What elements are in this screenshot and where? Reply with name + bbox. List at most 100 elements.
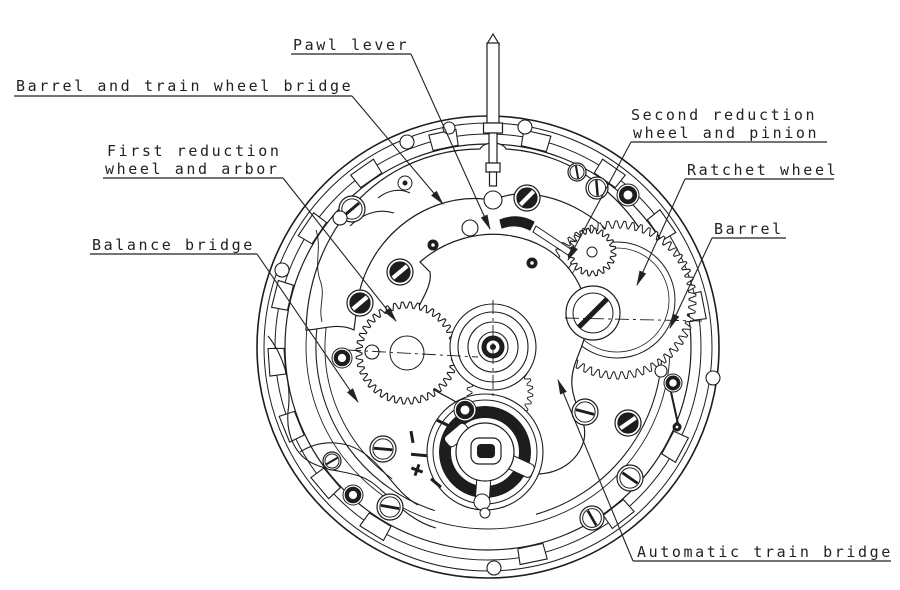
rim-tab <box>520 129 552 153</box>
stem-section <box>485 162 501 173</box>
drawing-shape <box>343 201 361 217</box>
drawing-shape <box>530 261 534 265</box>
drawing-shape <box>625 192 631 198</box>
callout-barrel-train-bridge: Barrel and train wheel bridge <box>14 77 444 205</box>
leader-line <box>557 378 634 562</box>
drawing-shape <box>572 292 614 334</box>
pivot-jewel-icon <box>427 239 439 251</box>
label-barrel-train-bridge: Barrel and train wheel bridge <box>16 77 353 95</box>
drawing-shape <box>351 493 355 497</box>
drawing-shape <box>473 493 491 511</box>
leader-line <box>567 141 632 261</box>
drawing-shape <box>351 295 369 311</box>
callout-first-reduction: First reduction wheel and arbor <box>103 142 397 322</box>
hole <box>483 190 503 210</box>
regulator-tick <box>409 430 415 444</box>
label-automatic-train-bridge: Automatic train bridge <box>637 543 893 561</box>
balance-center-block <box>477 444 495 458</box>
callout-barrel: Barrel <box>669 220 786 329</box>
rim-tab <box>349 158 383 189</box>
drawing-shape <box>675 425 679 429</box>
drawing-shape <box>333 349 351 367</box>
setting-lever-edge <box>377 189 411 199</box>
stem-section <box>486 42 500 124</box>
regulator-marks <box>409 418 450 489</box>
jewel-icon <box>663 373 683 393</box>
screw-dark-icon <box>513 184 541 212</box>
leader-line <box>256 253 359 403</box>
leader-line <box>282 177 397 322</box>
screw-icon <box>616 464 644 492</box>
rim-tab <box>270 279 295 311</box>
drawing-shape <box>380 503 400 511</box>
callout-balance-bridge: Balance bridge <box>90 236 359 403</box>
drawing-shape <box>325 456 339 466</box>
drawing-shape <box>671 381 675 385</box>
drawing-shape <box>564 317 703 322</box>
screw-icon <box>369 435 397 463</box>
rim-tab <box>517 542 548 566</box>
hole <box>705 370 721 386</box>
regulator-tick <box>430 477 442 489</box>
second-reduction-wheel <box>567 227 617 277</box>
drawing-shape <box>431 243 435 247</box>
stem-section <box>488 132 498 164</box>
screw-icon <box>567 162 587 182</box>
label-second-reduction-line1: Second reduction <box>631 106 817 124</box>
leader-line <box>410 53 491 231</box>
screw-icon <box>579 505 605 531</box>
drawing-shape <box>619 467 641 489</box>
label-first-reduction-line2: wheel and arbor <box>105 160 279 178</box>
jewel-icon <box>331 347 353 369</box>
drawing-shape <box>518 189 536 207</box>
drawing-shape <box>621 471 639 485</box>
drawing-shape <box>346 349 479 358</box>
pivot-jewel-icon <box>672 422 682 432</box>
drawing-shape <box>479 507 491 519</box>
winding-stem <box>482 32 504 187</box>
drawing-shape <box>391 264 409 280</box>
drawing-shape <box>455 400 475 420</box>
screw-icon <box>376 493 404 521</box>
screw-dark-icon <box>346 289 374 317</box>
center-lines <box>346 300 703 396</box>
spacer-edge <box>315 229 323 323</box>
drawing-shape <box>344 486 362 504</box>
movement-drawing <box>256 32 721 579</box>
drawing-shape <box>586 509 598 527</box>
barrel-arbor-screw <box>565 285 621 341</box>
drawing-shape <box>516 187 538 209</box>
rim-tab <box>310 467 342 500</box>
stem-section <box>482 122 504 134</box>
click-spring <box>670 391 679 425</box>
drawing-shape <box>467 321 519 373</box>
jewel-icon <box>453 398 477 422</box>
regulator-tick <box>436 418 450 428</box>
hole <box>399 134 415 150</box>
label-barrel: Barrel <box>714 220 784 238</box>
label-second-reduction-line2: wheel and pinion <box>633 124 819 142</box>
label-first-reduction-line1: First reduction <box>107 142 281 160</box>
plus-mark <box>413 463 421 477</box>
leader-line <box>351 95 444 205</box>
drawing-shape <box>587 178 607 198</box>
callout-ratchet-wheel: Ratchet wheel <box>636 161 838 287</box>
label-balance-bridge: Balance bridge <box>92 236 255 254</box>
hole <box>517 119 533 135</box>
drawing-shape <box>665 375 681 391</box>
screw-icon <box>322 451 342 471</box>
screw-icon <box>585 176 609 200</box>
rim-tab <box>661 430 690 464</box>
drawing-shape <box>389 261 411 283</box>
stem-section <box>488 171 498 187</box>
drawing-shape <box>341 198 363 220</box>
drawing-shape <box>372 438 394 460</box>
hole <box>486 560 502 576</box>
label-ratchet-wheel: Ratchet wheel <box>687 161 838 179</box>
drawing-shape <box>619 415 637 431</box>
hole <box>274 262 290 278</box>
callout-second-reduction: Second reduction wheel and pinion <box>567 106 827 261</box>
drawing-shape <box>349 292 371 314</box>
